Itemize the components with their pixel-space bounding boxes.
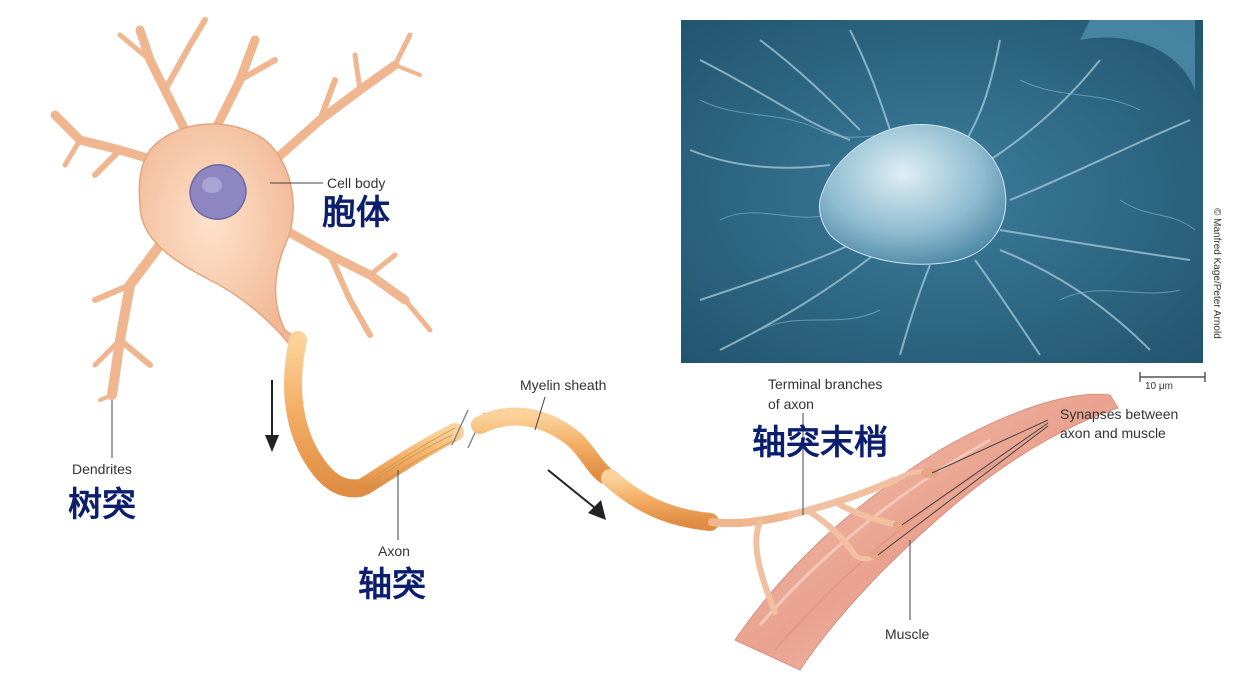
nucleolus-highlight <box>202 177 222 193</box>
muscle-label: Muscle <box>885 626 930 642</box>
micrograph-cell <box>819 123 1007 265</box>
cell-body-label-cn: 胞体 <box>322 193 390 233</box>
terminal-branches-label-line1: Terminal branches <box>768 376 883 392</box>
scale-bar-label: 10 μm <box>1145 381 1173 392</box>
synapses-label-line1: Synapses between <box>1060 406 1179 422</box>
axon <box>284 331 794 531</box>
photo-credit: © Manfred Kage/Peter Arnold <box>1211 208 1222 339</box>
terminal-branches-label-line2: of axon <box>768 396 814 412</box>
scale-bar <box>1139 372 1206 382</box>
synapses-label-line2: axon and muscle <box>1060 425 1166 441</box>
signal-arrow-2 <box>547 469 606 520</box>
dendrites <box>50 17 433 402</box>
cell-body-label: Cell body <box>327 175 386 191</box>
micrograph <box>681 20 1203 363</box>
nucleus <box>189 164 247 220</box>
axon-label-cn: 轴突 <box>358 565 426 605</box>
dendrites-label-cn: 树突 <box>68 485 136 525</box>
myelin-sheath-label: Myelin sheath <box>520 377 607 393</box>
synapse-endplates <box>869 468 939 560</box>
dendrites-label: Dendrites <box>72 461 132 477</box>
axon-label: Axon <box>378 543 410 559</box>
terminal-branches-label-cn: 轴突末梢 <box>752 423 888 463</box>
signal-arrow-1 <box>265 380 279 452</box>
cell-body <box>138 123 300 346</box>
leader-lines <box>111 182 1049 620</box>
muscle-fiber <box>734 393 1119 671</box>
